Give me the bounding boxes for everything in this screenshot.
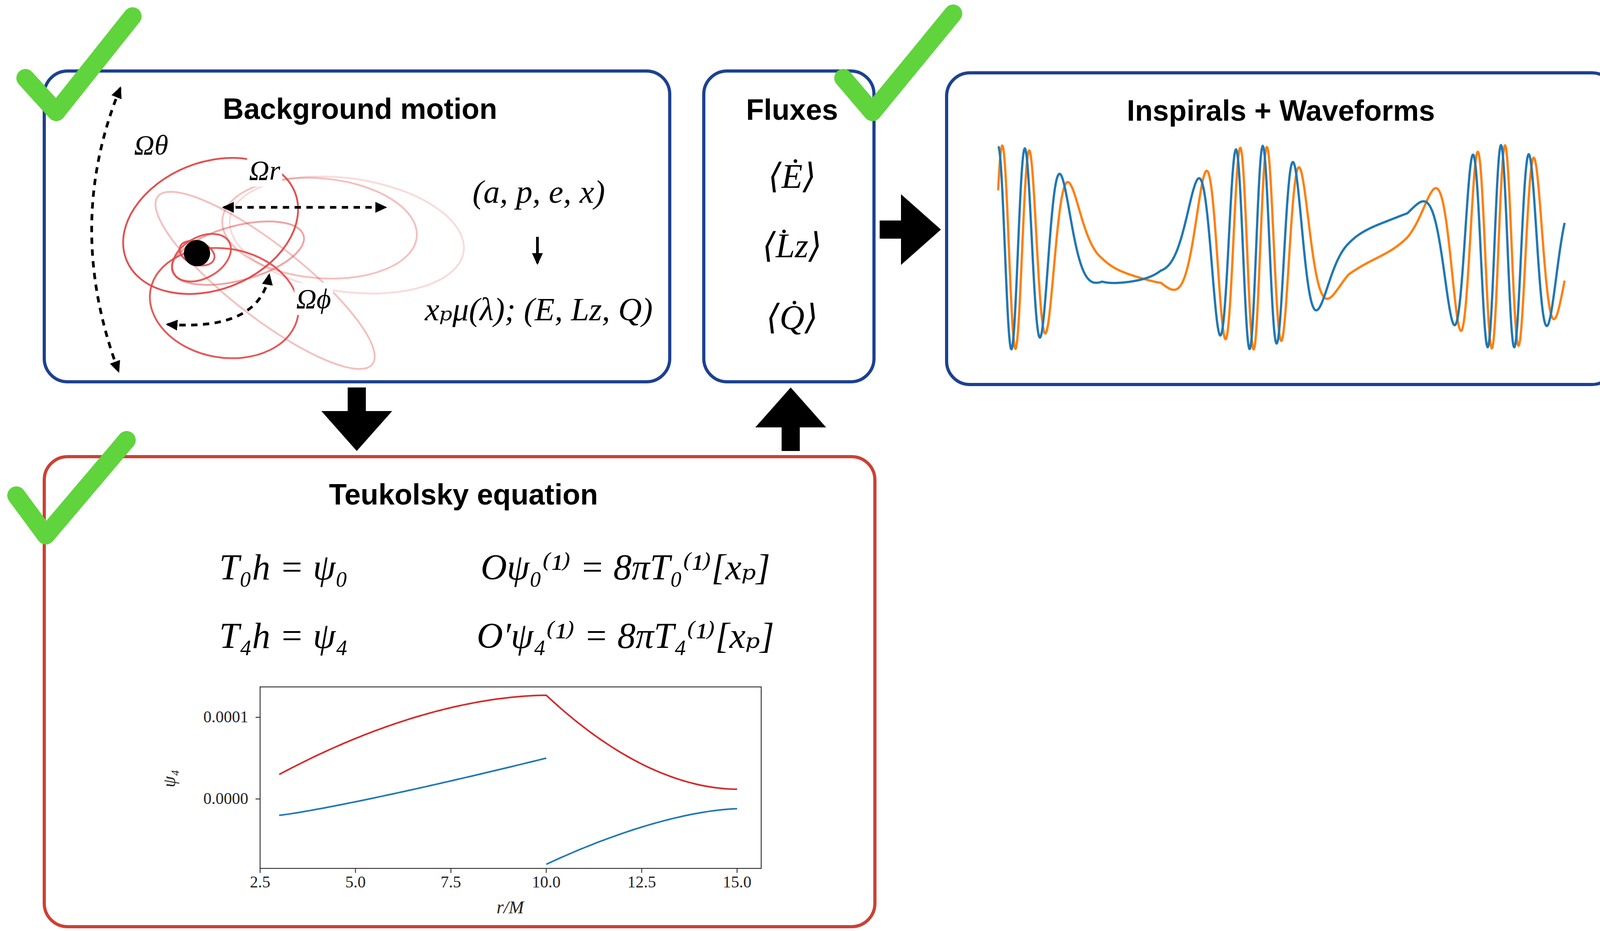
flow-arrow	[879, 220, 901, 239]
equation-box: Teukolsky equationT₀h = ψ₀ Oψ₀⁽¹⁾ = 8πT₀⁽…	[42, 455, 877, 929]
box-heading: Teukolsky equation	[329, 478, 599, 512]
field-curve	[279, 758, 547, 816]
tick-label: 15.0	[722, 873, 752, 892]
flux-term: ⟨Q̇⟩	[766, 297, 818, 338]
equation: T₀h = ψ₀	[219, 546, 349, 589]
axis-title: ψ₄	[159, 770, 180, 788]
tick-mark	[255, 717, 261, 719]
orbit-quantities: xₚμ(λ); (E, Lz, Q)	[424, 290, 653, 329]
check-mark	[843, 13, 954, 113]
equation: T₄h = ψ₄	[219, 615, 349, 657]
equation: O′ψ₄⁽¹⁾ = 8πT₄⁽¹⁾[xₚ]	[476, 615, 774, 657]
flux-term: ⟨L̇z⟩	[762, 226, 822, 266]
tick-label: 0.0001	[203, 708, 249, 727]
flow-arrow	[347, 387, 366, 412]
plot-frame	[260, 687, 762, 869]
tick-mark	[641, 868, 643, 874]
axis-title: r/M	[496, 897, 524, 918]
tick-label: 12.5	[627, 873, 656, 892]
equation: Oψ₀⁽¹⁾ = 8πT₀⁽¹⁾[xₚ]	[480, 546, 771, 589]
box-heading: Inspirals + Waveforms	[1127, 94, 1436, 128]
tick-mark	[736, 868, 738, 874]
field-curve	[546, 809, 738, 865]
tick-mark	[255, 798, 261, 800]
orbit-path	[135, 167, 395, 393]
motion-box: Background motionΩθΩrΩϕ (a, p, e, x) xₚμ(λ…	[42, 69, 672, 384]
parameter-list: (a, p, e, x)	[472, 173, 606, 212]
tick-label: 2.5	[250, 873, 271, 892]
waveform-curve	[998, 145, 1565, 350]
orbit-path	[176, 236, 218, 271]
tick-mark	[546, 868, 547, 874]
box-heading: Fluxes	[746, 93, 839, 128]
flux-box: Fluxes ⟨Ė⟩ ⟨L̇z⟩ ⟨Q̇⟩	[702, 69, 876, 384]
tick-label: 0.0000	[203, 790, 249, 809]
tick-mark	[259, 868, 261, 874]
flow-arrow	[781, 427, 800, 452]
frequency-label: Ωr	[247, 154, 283, 187]
frequency-label: Ωθ	[132, 128, 170, 162]
field-curve	[279, 695, 738, 790]
tick-label: 5.0	[345, 873, 366, 892]
map-arrow	[536, 236, 539, 264]
illustration	[45, 458, 880, 931]
black-hole	[183, 240, 211, 267]
box-heading: Background motion	[222, 92, 498, 127]
check-mark	[25, 16, 133, 113]
tick-mark	[450, 868, 452, 874]
flux-term: ⟨Ė⟩	[768, 156, 817, 197]
tick-label: 10.0	[531, 873, 561, 892]
orbit-path	[165, 209, 311, 298]
frequency-arrow	[91, 88, 121, 372]
tick-label: 7.5	[440, 873, 462, 892]
tick-mark	[354, 868, 356, 874]
frequency-arrow	[223, 206, 386, 209]
frequency-arrow	[167, 275, 270, 326]
waveform-box: Inspirals + Waveforms	[945, 71, 1600, 387]
waveform-curve	[998, 145, 1565, 350]
frequency-label: Ωϕ	[294, 282, 334, 316]
orbit-path	[141, 236, 308, 370]
check-mark	[16, 440, 127, 536]
